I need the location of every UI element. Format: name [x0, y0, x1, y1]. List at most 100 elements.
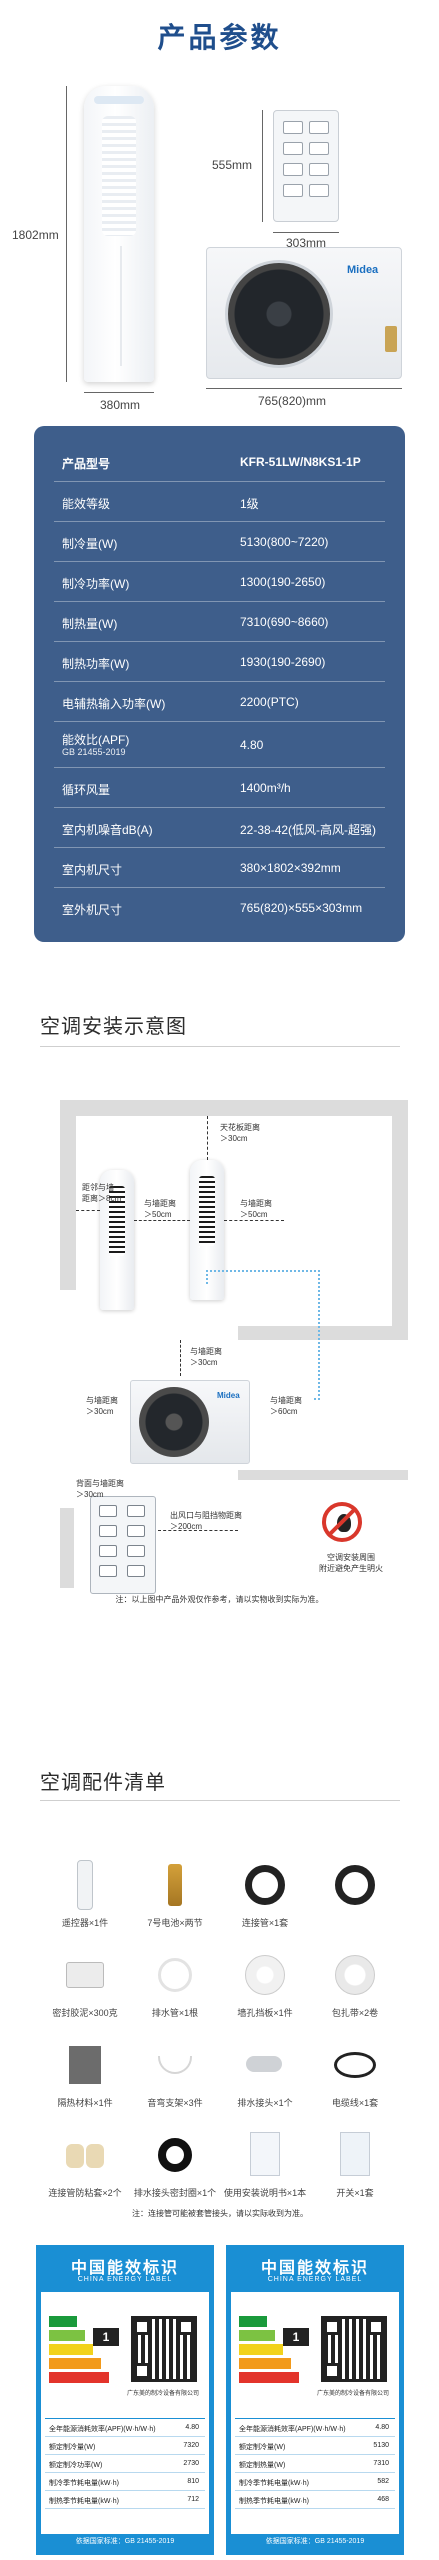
grille-slot	[99, 1545, 117, 1557]
outdoor-width-label: 765(820)mm	[258, 394, 327, 408]
grille-slot	[99, 1525, 117, 1537]
grade-bar	[49, 2358, 101, 2369]
air-vent	[102, 116, 136, 236]
outdoor-side-image	[273, 110, 339, 222]
dimension-arrow	[76, 1210, 100, 1211]
dim-line-side-depth	[273, 232, 339, 233]
energy-label-1: 中国能效标识 CHINA ENERGY LABEL 1 广东美的制冷设备有限公司…	[36, 2245, 214, 2555]
spec-key: 制冷功率(W)	[62, 577, 130, 591]
energy-value: 7320	[183, 2442, 199, 2449]
acc-item-drain-hose: 排水管×1根	[130, 1950, 220, 2036]
drain-joint-icon	[240, 2040, 290, 2090]
qr-corner	[134, 2319, 150, 2335]
dimension-arrow	[134, 1220, 190, 1221]
acc-item-sleeve: 连接管防粘套×2个	[40, 2130, 130, 2216]
spec-row: 能效比(APF) GB 21455-2019 4.80	[54, 722, 385, 768]
energy-grade-bars	[239, 2316, 309, 2406]
display-strip	[94, 96, 144, 104]
outdoor-unit-rear	[90, 1496, 156, 1594]
spec-value: 5130(800~7220)	[240, 535, 329, 549]
grille-slot	[127, 1505, 145, 1517]
prohibited-bar	[326, 1506, 358, 1538]
qr-corner	[134, 2363, 150, 2379]
spec-key-sub: GB 21455-2019	[62, 747, 126, 757]
grille-slot	[283, 142, 303, 155]
spec-key: 制冷量(W)	[62, 537, 118, 551]
spec-key: 室内机尺寸	[62, 863, 123, 877]
grille-slot	[309, 163, 329, 176]
tape-roll-icon	[330, 1950, 380, 2000]
energy-value: 468	[377, 2496, 389, 2503]
label-rear-right: 出风口与阻挡物距离 ＞200cm	[170, 1511, 242, 1531]
ledge-floor	[238, 1470, 408, 1480]
spec-row: 制热量(W) 7310(690~8660)	[54, 602, 385, 642]
spec-key: 室内机噪音dB(A)	[62, 823, 153, 837]
qr-corner	[324, 2363, 340, 2379]
grille-slot	[309, 142, 329, 155]
spec-key: 产品型号	[62, 457, 111, 471]
label-fire: 空调安装周围 附近避免产生明火	[319, 1553, 383, 1573]
divider	[40, 1800, 400, 1801]
acc-item-remote: 遥控器×1件	[40, 1860, 130, 1946]
acc-label: 墙孔挡板×1件	[237, 2008, 293, 2018]
acc-label: 连接管×1套	[241, 1918, 289, 1928]
refrigerant-pipe	[206, 1270, 316, 1284]
accessories-section-title: 空调配件清单	[40, 1772, 166, 1794]
energy-label-header: 中国能效标识 CHINA ENERGY LABEL	[231, 2250, 399, 2292]
grille-slot	[127, 1545, 145, 1557]
spec-value: KFR-51LW/N8KS1-1P	[240, 455, 361, 469]
energy-label-header: 中国能效标识 CHINA ENERGY LABEL	[41, 2250, 209, 2292]
energy-key: 制冷季节耗电量(kW·h)	[239, 2480, 309, 2487]
grille-slot	[309, 184, 329, 197]
outdoor-unit-image: Midea	[206, 247, 402, 379]
spec-key: 制热功率(W)	[62, 657, 130, 671]
install-diagram: 距邻与墙 距离＞8cm 天花板距离 ＞30cm 与墙距离 ＞50cm 与墙距离 …	[30, 1090, 409, 1605]
grille-slot	[283, 121, 303, 134]
acc-label: 使用安装说明书×1本	[223, 2188, 307, 2198]
energy-value: 2730	[183, 2460, 199, 2467]
energy-label-2: 中国能效标识 CHINA ENERGY LABEL 1 广东美的制冷设备有限公司…	[226, 2245, 404, 2555]
energy-key: 额定制冷量(W)	[49, 2444, 96, 2451]
diagram-note: 注：以上图中产品外观仅作参考，请以实物收到实际为准。	[115, 1595, 324, 1604]
energy-grade: 1	[93, 2328, 119, 2346]
spec-row-model: 产品型号 KFR-51LW/N8KS1-1P	[54, 442, 385, 482]
brand-logo: Midea	[347, 264, 379, 276]
acc-label: 7号电池×两节	[147, 1918, 203, 1928]
divider	[40, 1046, 400, 1047]
indoor-unit-left	[100, 1170, 134, 1310]
acc-item-pipe: 连接管×1套	[220, 1860, 310, 1946]
energy-value: 810	[187, 2478, 199, 2485]
label-mid-left: 与墙距离 ＞50cm	[144, 1199, 176, 1219]
acc-label: 排水接头密封圈×1个	[133, 2188, 217, 2198]
indoor-height-label: 1802mm	[12, 228, 59, 242]
ledge-top	[238, 1326, 408, 1340]
spec-row: 电辅热输入功率(W) 2200(PTC)	[54, 682, 385, 722]
energy-key: 额定制热量(W)	[239, 2462, 286, 2469]
install-section-title: 空调安装示意图	[40, 1016, 187, 1038]
qr-corner	[368, 2319, 384, 2335]
indoor-unit-image	[84, 86, 154, 382]
dimension-arrow	[224, 1220, 284, 1221]
spec-value: 2200(PTC)	[240, 695, 299, 709]
sleeve-icon	[60, 2130, 110, 2180]
grade-bar	[239, 2330, 275, 2341]
acc-label: 隔热材料×1件	[57, 2098, 113, 2108]
air-vent	[199, 1176, 215, 1246]
spec-key: 制热量(W)	[62, 617, 118, 631]
label-outdoor-right: 与墙距离 ＞60cm	[270, 1396, 302, 1416]
refrigerant-pipe	[314, 1270, 320, 1400]
putty-icon	[60, 1950, 110, 2000]
pipe-coil-icon	[330, 1860, 380, 1910]
acc-label: 音弯支架×3件	[147, 2098, 203, 2108]
dimension-arrow	[180, 1340, 181, 1376]
spec-key: 能效比(APF)	[62, 733, 130, 747]
spec-row: 制热功率(W) 1930(190-2690)	[54, 642, 385, 682]
spec-value: 1400m³/h	[240, 781, 291, 795]
energy-row: 额定制热量(W)7310	[235, 2455, 395, 2473]
energy-key: 制热季节耗电量(kW·h)	[239, 2498, 309, 2505]
spec-value: 22-38-42(低风-高风-超强)	[240, 823, 377, 837]
acc-item-putty: 密封胶泥×300克	[40, 1950, 130, 2036]
valve-cover	[385, 326, 397, 352]
air-vent	[109, 1186, 125, 1256]
outdoor-unit-front: Midea	[130, 1380, 250, 1464]
